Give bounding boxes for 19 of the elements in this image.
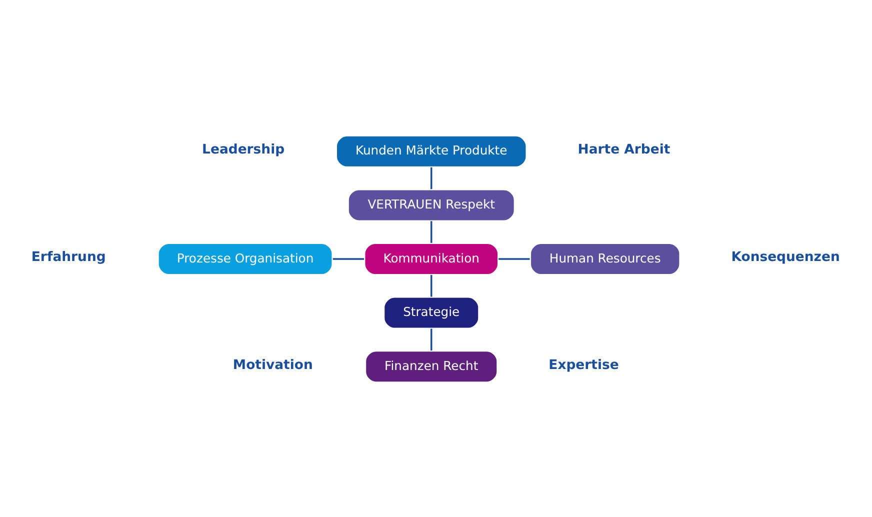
connector <box>332 258 364 260</box>
connector <box>430 274 432 296</box>
connector <box>430 166 432 189</box>
label: Leadership <box>202 142 285 158</box>
node-box: Kunden Märkte Produkte <box>335 134 528 168</box>
connector <box>498 258 530 260</box>
connector <box>430 220 432 242</box>
label: Konsequenzen <box>731 250 840 265</box>
node-box: Finanzen Recht <box>364 349 498 383</box>
node-box: Prozesse Organisation <box>157 242 334 276</box>
label: Erfahrung <box>31 250 106 265</box>
node-box: Strategie <box>382 296 480 330</box>
connector <box>430 328 432 350</box>
label: Harte Arbeit <box>578 142 670 158</box>
node-box: Human Resources <box>529 242 681 276</box>
label: Motivation <box>232 357 313 372</box>
node-box: VERTRAUEN Respekt <box>347 188 516 222</box>
node-box: Kommunikation <box>363 242 500 276</box>
label: Expertise <box>548 357 619 372</box>
